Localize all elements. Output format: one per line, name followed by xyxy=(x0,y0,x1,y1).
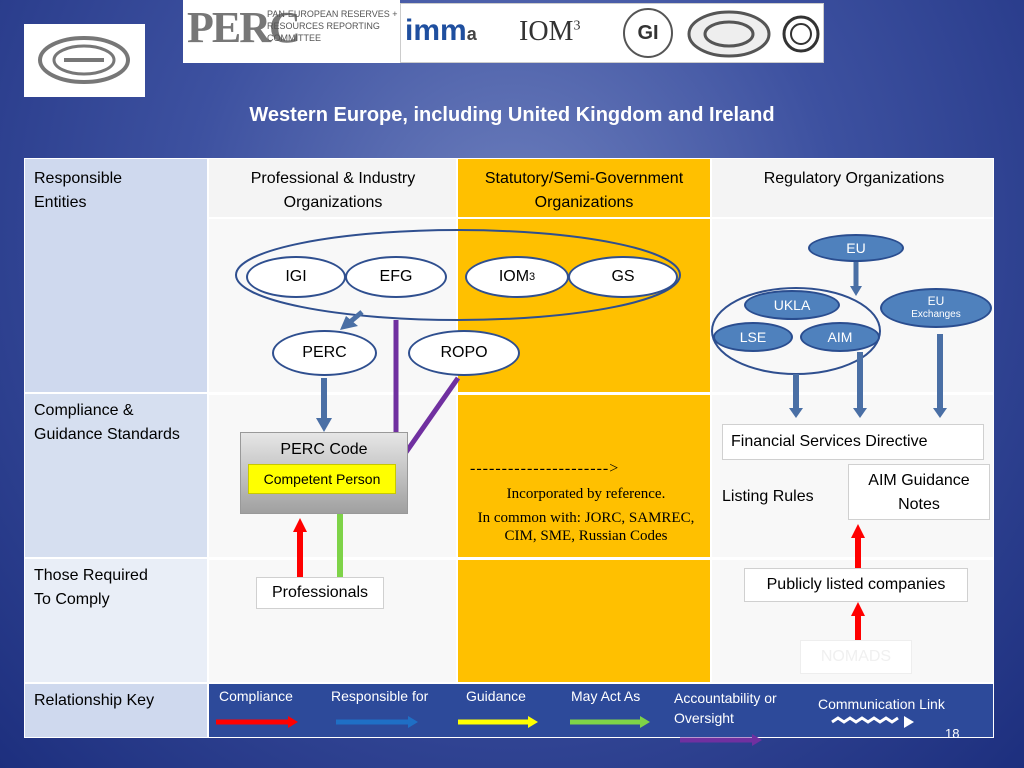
in-common-text: In common with: JORC, SAMREC, CIM, SME, … xyxy=(477,510,695,544)
header-responsible-entities: Responsible Entities xyxy=(34,170,123,211)
col1-header-cell xyxy=(208,158,457,218)
header-professional-industry: Professional & Industry Organizations xyxy=(250,170,416,211)
org-group-ellipse xyxy=(235,229,681,321)
perc-logo-mark: PERC xyxy=(187,3,301,52)
competent-person-box: Competent Person xyxy=(248,464,396,494)
gs-oval: GS xyxy=(568,256,678,298)
row-divider-2 xyxy=(208,557,994,560)
page-title: Western Europe, including United Kingdom… xyxy=(249,104,775,126)
professionals-box: Professionals xyxy=(256,577,384,609)
header-statutory: Statutory/Semi-Government Organizations xyxy=(484,170,684,211)
igi-oval: IGI xyxy=(246,256,346,298)
row-label-key: Relationship Key xyxy=(34,692,155,709)
gs-logo-icon xyxy=(782,15,820,53)
fsd-box: Financial Services Directive xyxy=(722,424,984,460)
col2-header-cell xyxy=(457,158,711,218)
key-label-responsible: Responsible for xyxy=(331,688,429,704)
partner-logos: imma IOM3 GI xyxy=(400,3,824,63)
key-label-compliance: Compliance xyxy=(219,688,293,704)
perc-logo-text: PAN-EUROPEAN RESERVES + RESOURCES REPORT… xyxy=(267,9,398,43)
key-label-guidance: Guidance xyxy=(466,688,526,704)
iom3-logo: IOM3 xyxy=(519,16,581,47)
aim-oval: AIM xyxy=(800,322,880,352)
ukla-oval: UKLA xyxy=(744,290,840,320)
incorporated-text: Incorporated by reference. xyxy=(506,486,666,502)
key-label-communication: Communication Link xyxy=(818,696,945,712)
col3-header-cell xyxy=(711,158,994,218)
page-number: 18 xyxy=(945,726,960,741)
perc-code-label: PERC Code xyxy=(280,441,368,458)
listing-rules-box: Listing Rules xyxy=(714,481,846,515)
efg-oval: EFG xyxy=(345,256,447,298)
arrow-group-to-perc xyxy=(348,310,364,324)
key-label-may-act: May Act As xyxy=(571,688,641,704)
eu-exchanges-oval: EU Exchanges xyxy=(880,288,992,328)
ropo-oval: ROPO xyxy=(408,330,520,376)
header-regulatory: Regulatory Organizations xyxy=(763,170,945,187)
key-label-accountability: Accountability or Oversight xyxy=(674,690,777,726)
row-divider-1 xyxy=(208,392,994,395)
row-label-compliance: Compliance & Guidance Standards xyxy=(34,402,180,443)
efg-logo-small-icon xyxy=(687,10,771,58)
row-label-cell-2 xyxy=(24,558,208,683)
lse-oval: LSE xyxy=(713,322,793,352)
perc-logo: PERC PAN-EUROPEAN RESERVES + RESOURCES R… xyxy=(183,0,400,63)
igi-logo: GI xyxy=(623,8,673,58)
publicly-listed-box: Publicly listed companies xyxy=(744,568,968,602)
perc-oval: PERC xyxy=(272,330,377,376)
key-row xyxy=(208,683,994,738)
efg-logo-icon xyxy=(38,36,130,84)
imma-logo: imma xyxy=(405,14,477,47)
row-label-comply: Those Required To Comply xyxy=(34,567,148,608)
dashed-arrow: ----------------------> xyxy=(470,460,620,477)
efg-logo-left xyxy=(24,24,145,97)
aim-guidance-box: AIM Guidance Notes xyxy=(848,464,990,520)
arrow-ropo-to-competent xyxy=(399,376,461,460)
row-label-cell-1 xyxy=(24,393,208,558)
nomads-box: NOMADS xyxy=(800,640,912,674)
row-label-cell-3 xyxy=(24,683,208,738)
row-label-cell-0 xyxy=(24,158,208,393)
key-arrow-communication xyxy=(831,716,899,724)
eu-oval: EU xyxy=(808,234,904,262)
